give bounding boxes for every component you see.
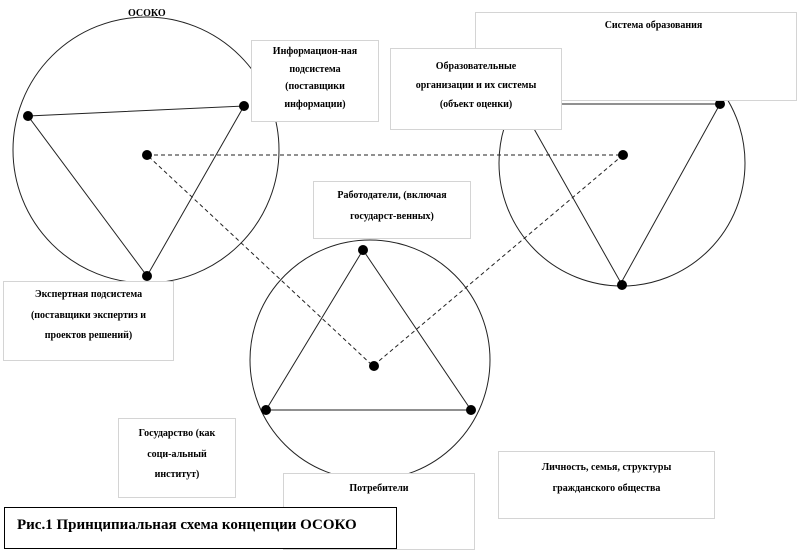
osoko-triangle: [27, 105, 245, 277]
consumers-triangle: [265, 249, 472, 411]
education-system-triangle: [519, 103, 721, 285]
figure-caption: Рис.1 Принципиальная схема концепции ОСО…: [4, 507, 397, 549]
dot: [142, 271, 152, 281]
osoko-label: ОСОКО: [128, 8, 166, 19]
employers-label: Работодатели, (включая государст-венных): [313, 181, 471, 239]
dot: [239, 101, 249, 111]
dot: [715, 99, 725, 109]
dot: [369, 361, 379, 371]
organizations-label: Образовательные организации и их системы…: [390, 48, 562, 130]
vertex-dots: [23, 99, 725, 415]
dot: [23, 111, 33, 121]
consumers-circle: [249, 239, 491, 481]
dot: [261, 405, 271, 415]
expert-subsystem-label: Экспертная подсистема (поставщики экспер…: [3, 281, 174, 361]
centers-dashed-triangle: [145, 154, 625, 367]
info-subsystem-label: Информацион-ная подсистема (поставщики и…: [251, 40, 379, 122]
dot: [618, 150, 628, 160]
state-label: Государство (как соци-альный институт): [118, 418, 236, 498]
dot: [617, 280, 627, 290]
dot: [142, 150, 152, 160]
dot: [358, 245, 368, 255]
dot: [466, 405, 476, 415]
personality-label: Личность, семья, структуры гражданского …: [498, 451, 715, 519]
